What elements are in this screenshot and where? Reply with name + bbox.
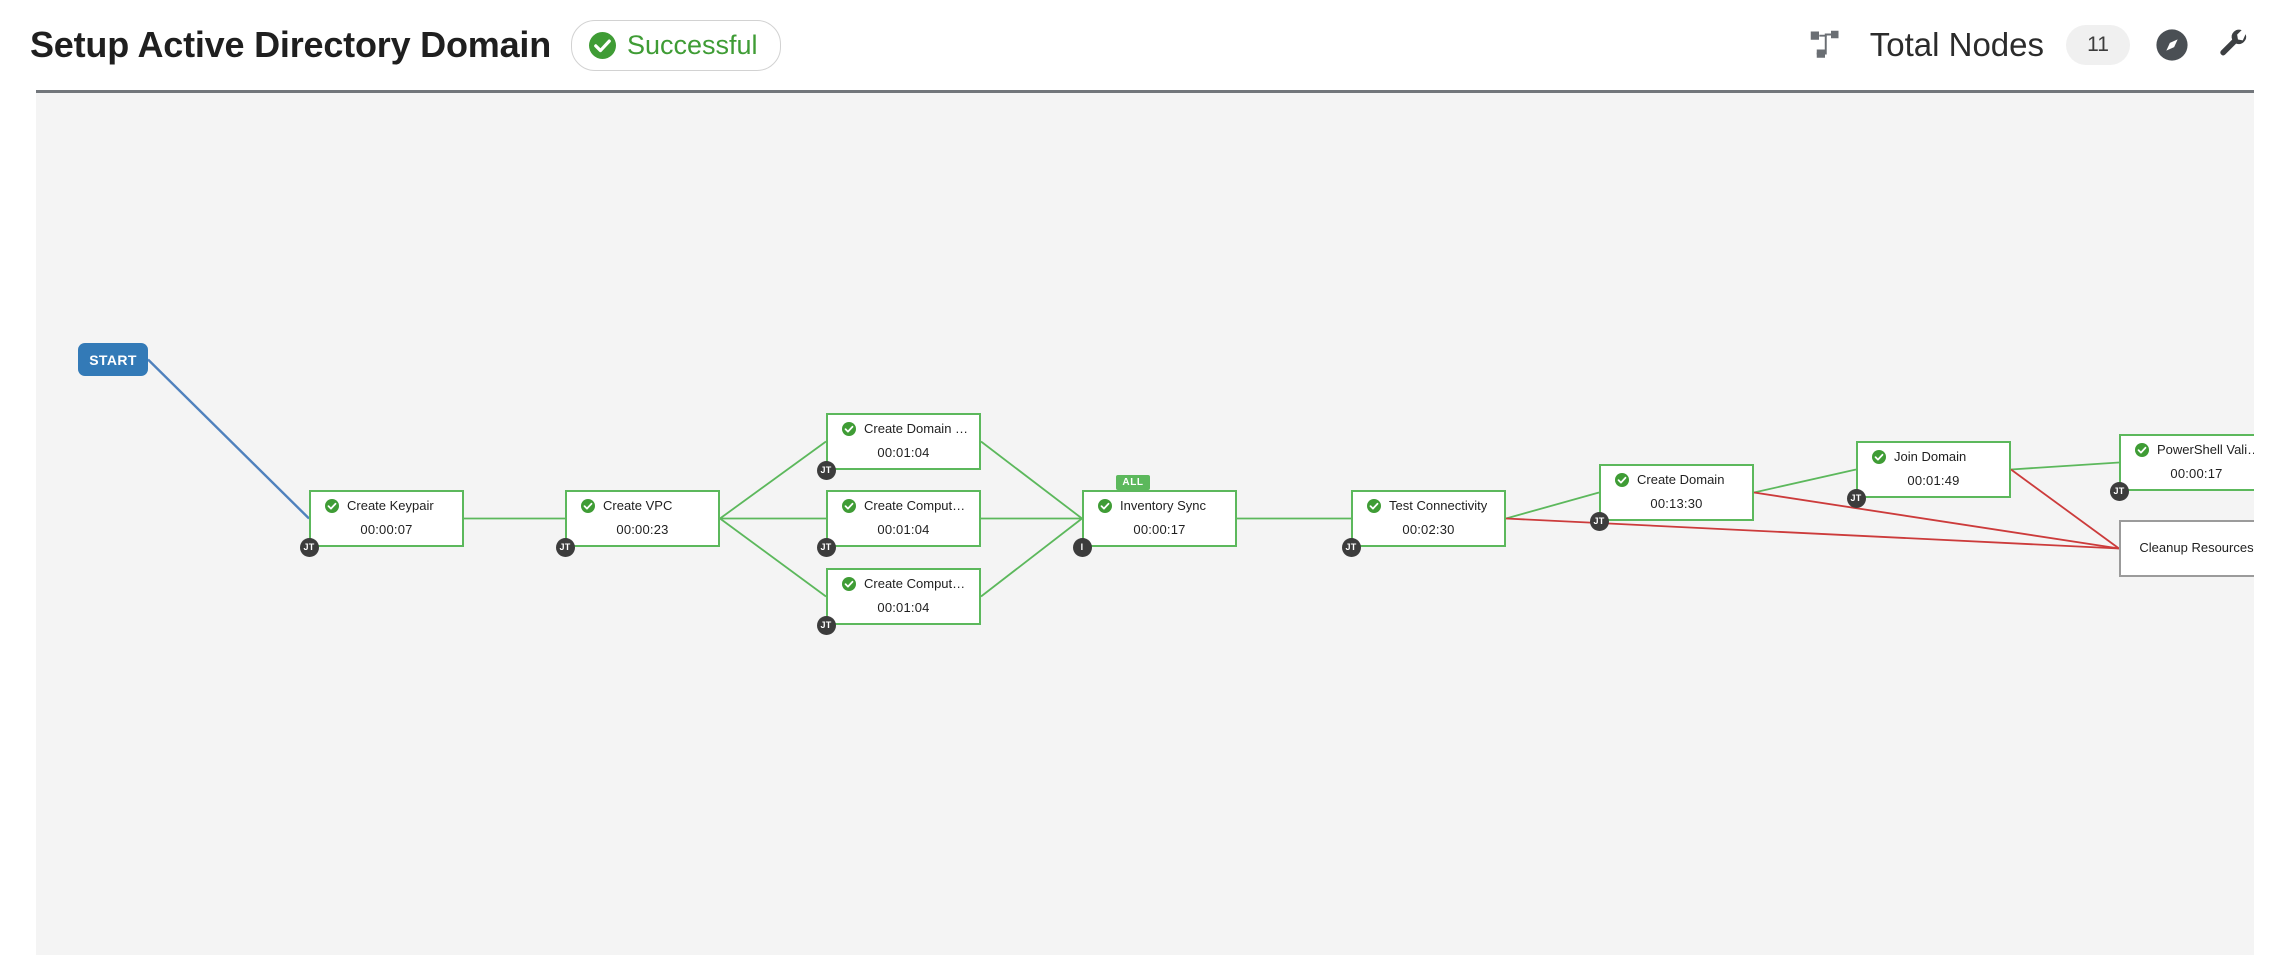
node-title: Inventory Sync — [1120, 498, 1206, 513]
compass-icon-glyph — [2156, 29, 2188, 61]
total-nodes-count: 11 — [2066, 25, 2130, 65]
node-type-badge: JT — [555, 537, 575, 557]
workflow-node-powershell-validation[interactable]: PowerShell Validation 00:00:17 — [2119, 434, 2254, 491]
node-type-badge: JT — [1589, 511, 1609, 531]
node-title: Create Domain — [1637, 472, 1725, 487]
node-title: Create Domain Contr... — [864, 421, 969, 436]
hierarchy-icon-glyph — [1810, 30, 1839, 58]
workflow-edge[interactable] — [2010, 468, 2120, 550]
node-title: Create Computer (2) — [864, 576, 969, 591]
node-all-badge: ALL — [1116, 475, 1150, 490]
workflow-node-create-computer-2[interactable]: Create Computer (2) 00:01:04 — [826, 568, 981, 625]
workflow-node-create-computer-1[interactable]: Create Computer (1) 00:01:04 — [826, 490, 981, 547]
check-circle-icon — [1872, 449, 1886, 464]
node-elapsed-time: 00:01:04 — [877, 445, 930, 460]
page-header: Setup Active Directory Domain Successful… — [0, 0, 2290, 90]
check-circle-icon — [589, 31, 616, 59]
workflow-node-create-domain-controller[interactable]: Create Domain Contr... 00:01:04 — [826, 413, 981, 470]
workflow-edge[interactable] — [1753, 491, 2120, 550]
check-circle-icon — [2135, 442, 2149, 457]
workflow-node-test-connectivity[interactable]: Test Connectivity 00:02:30 — [1351, 490, 1506, 547]
node-header: Create Domain Contr... — [838, 421, 969, 436]
node-title: Create Keypair — [347, 498, 434, 513]
workflow-edge[interactable] — [719, 440, 827, 520]
node-header: Create Computer (1) — [838, 498, 969, 513]
node-elapsed-time: 00:02:30 — [1402, 522, 1455, 537]
workflow-node-join-domain[interactable]: Join Domain 00:01:49 — [1856, 441, 2011, 498]
node-type-badge: JT — [2109, 481, 2129, 501]
node-header: PowerShell Validation — [2131, 442, 2254, 457]
node-title: Create VPC — [603, 498, 673, 513]
workflow-node-cleanup-resources[interactable]: Cleanup Resources — [2119, 520, 2254, 577]
node-title: Cleanup Resources — [2139, 540, 2254, 555]
check-circle-icon — [842, 421, 856, 436]
workflow-edge[interactable] — [980, 517, 1083, 598]
node-elapsed-time: 00:00:17 — [1133, 522, 1186, 537]
node-title: PowerShell Validation — [2157, 442, 2254, 457]
page-title: Setup Active Directory Domain — [30, 24, 551, 65]
wrench-icon[interactable] — [2214, 25, 2254, 65]
wrench-icon-glyph — [2220, 29, 2247, 56]
start-node[interactable]: START — [78, 343, 148, 376]
workflow-edge[interactable] — [719, 517, 827, 598]
total-nodes-label: Total Nodes — [1869, 26, 2044, 63]
node-title: Create Computer (1) — [864, 498, 969, 513]
node-elapsed-time: 00:01:04 — [877, 600, 930, 615]
node-elapsed-time: 00:00:23 — [616, 522, 669, 537]
node-elapsed-time: 00:01:04 — [877, 522, 930, 537]
node-header: Create Computer (2) — [838, 576, 969, 591]
node-header: Join Domain — [1868, 449, 1999, 464]
check-circle-icon — [842, 498, 856, 513]
workflow-node-create-vpc[interactable]: Create VPC 00:00:23 — [565, 490, 720, 547]
workflow-edge[interactable] — [980, 440, 1083, 520]
node-type-badge: JT — [816, 460, 836, 480]
node-header: Create Keypair — [321, 498, 452, 513]
node-elapsed-time: 00:00:17 — [2170, 466, 2223, 481]
node-header: Test Connectivity — [1363, 498, 1494, 513]
node-type-badge: JT — [816, 615, 836, 635]
workflow-edge[interactable] — [2010, 461, 2120, 471]
header-divider — [36, 90, 2254, 93]
node-elapsed-time: 00:00:07 — [360, 522, 413, 537]
node-elapsed-time: 00:01:49 — [1907, 473, 1960, 488]
check-circle-icon — [842, 576, 856, 591]
status-badge: Successful — [571, 19, 781, 71]
workflow-node-create-domain[interactable]: Create Domain 00:13:30 — [1599, 464, 1754, 521]
workflow-node-inventory-sync[interactable]: Inventory Sync 00:00:17 — [1082, 490, 1237, 547]
workflow-edge[interactable] — [147, 358, 310, 520]
status-label: Successful — [627, 29, 758, 60]
node-header: Create VPC — [577, 498, 708, 513]
header-left-group: Setup Active Directory Domain Successful — [30, 19, 781, 71]
node-type-badge: JT — [1341, 537, 1361, 557]
workflow-edge[interactable] — [1753, 468, 1857, 494]
node-title: Test Connectivity — [1389, 498, 1488, 513]
header-right-group: Total Nodes 11 — [1808, 25, 2254, 65]
node-title: Join Domain — [1894, 449, 1967, 464]
compass-icon[interactable] — [2152, 25, 2192, 65]
check-circle-icon — [1098, 498, 1112, 513]
workflow-node-create-keypair[interactable]: Create Keypair 00:00:07 — [309, 490, 464, 547]
node-type-badge: I — [1072, 537, 1092, 557]
node-type-badge: JT — [1846, 488, 1866, 508]
check-circle-icon — [1367, 498, 1381, 513]
node-type-badge: JT — [299, 537, 319, 557]
hierarchy-icon — [1808, 25, 1848, 65]
workflow-edge[interactable] — [1505, 491, 1600, 520]
check-circle-icon — [325, 498, 339, 513]
check-circle-icon — [1615, 472, 1629, 487]
node-header: Create Domain — [1611, 472, 1742, 487]
node-header: Inventory Sync — [1094, 498, 1225, 513]
node-elapsed-time: 00:13:30 — [1650, 496, 1703, 511]
check-circle-icon — [581, 498, 595, 513]
node-type-badge: JT — [816, 537, 836, 557]
